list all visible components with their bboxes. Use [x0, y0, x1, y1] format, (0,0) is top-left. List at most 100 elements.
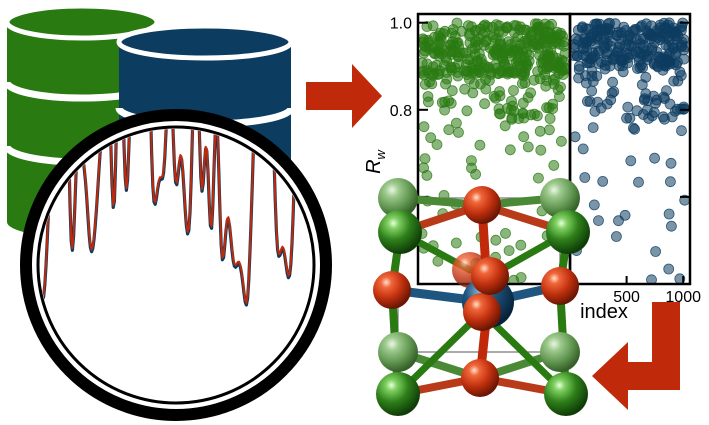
- atom-green-back: [378, 178, 418, 218]
- data-point: [541, 61, 553, 73]
- data-point: [625, 155, 637, 167]
- data-point: [650, 246, 661, 257]
- data-point: [504, 144, 516, 156]
- data-point: [587, 122, 599, 133]
- data-point: [633, 176, 644, 188]
- data-point: [649, 152, 660, 164]
- data-point: [592, 96, 603, 108]
- y-tick-label: 1.0: [390, 16, 412, 33]
- data-point: [515, 239, 527, 251]
- atom-green-back: [540, 178, 580, 218]
- data-point: [578, 42, 590, 54]
- data-point: [663, 263, 675, 275]
- data-point: [472, 55, 483, 66]
- arrow-down-left-icon: [592, 302, 680, 410]
- data-point: [514, 52, 525, 64]
- atom-red: [373, 271, 411, 309]
- atom-red: [463, 186, 501, 224]
- data-point: [494, 108, 505, 119]
- x-axis-title: index: [580, 301, 628, 323]
- arrow-right-icon: [306, 64, 382, 128]
- data-point: [468, 78, 480, 90]
- data-point: [421, 21, 433, 32]
- data-point: [672, 30, 684, 42]
- data-point: [504, 47, 516, 59]
- data-point: [586, 29, 597, 40]
- series-navy-points: [568, 17, 690, 284]
- data-point: [645, 33, 656, 45]
- y-axis-title: Rw: [363, 148, 388, 173]
- data-point: [454, 47, 466, 59]
- atom-green-front: [378, 210, 422, 254]
- data-point: [471, 64, 483, 75]
- data-point: [639, 93, 650, 104]
- data-point: [544, 124, 555, 136]
- data-point: [577, 143, 589, 155]
- data-point: [598, 42, 610, 54]
- data-point: [453, 58, 464, 70]
- magnifier-lens-icon: [20, 109, 332, 421]
- data-point: [661, 52, 673, 63]
- data-point: [472, 39, 483, 51]
- data-point: [535, 144, 547, 156]
- data-point: [619, 209, 631, 221]
- data-point: [556, 135, 567, 147]
- data-point: [508, 105, 520, 117]
- panel-2-frame: [568, 12, 692, 286]
- data-point: [605, 94, 617, 106]
- data-point: [421, 58, 433, 70]
- data-point: [517, 78, 528, 89]
- data-point: [665, 176, 676, 188]
- data-point: [434, 43, 446, 55]
- data-point: [467, 87, 479, 99]
- axis-ticks: [418, 21, 690, 284]
- data-point: [418, 121, 430, 133]
- data-point: [525, 109, 537, 121]
- data-point: [622, 101, 634, 113]
- atom-red: [463, 293, 501, 331]
- data-point: [462, 20, 474, 32]
- data-point: [599, 59, 611, 71]
- data-point: [611, 231, 622, 242]
- data-point: [453, 126, 464, 138]
- data-point: [431, 139, 443, 151]
- data-point: [628, 122, 639, 134]
- data-point: [450, 237, 462, 249]
- data-point: [430, 60, 442, 71]
- data-point: [640, 71, 652, 83]
- atom-red: [461, 359, 499, 397]
- data-point: [496, 52, 508, 64]
- database-lid: [116, 23, 294, 61]
- data-point: [474, 139, 486, 151]
- data-point: [589, 50, 600, 61]
- y-axis-title-main: R: [363, 159, 385, 173]
- data-point: [494, 90, 506, 102]
- atom-green-front: [544, 372, 588, 416]
- data-point: [502, 68, 514, 80]
- data-point: [548, 159, 560, 171]
- data-point: [426, 78, 438, 90]
- data-point: [628, 41, 640, 53]
- data-point: [443, 124, 455, 136]
- data-point: [488, 45, 500, 56]
- data-point: [624, 112, 636, 124]
- data-point: [588, 199, 600, 211]
- data-point: [440, 78, 451, 90]
- data-point: [651, 94, 663, 106]
- data-point: [492, 67, 504, 79]
- data-point: [522, 141, 534, 153]
- data-point: [418, 69, 430, 81]
- data-point: [425, 132, 437, 144]
- data-point: [490, 234, 502, 246]
- database-lid: [4, 3, 160, 41]
- data-point: [663, 208, 675, 220]
- y-axis-title-sub: w: [373, 148, 388, 159]
- data-point: [646, 44, 658, 56]
- data-point: [530, 39, 542, 50]
- data-point: [461, 105, 473, 117]
- data-point: [668, 75, 680, 87]
- data-point: [446, 85, 458, 97]
- data-point: [665, 157, 677, 169]
- data-point: [518, 131, 530, 143]
